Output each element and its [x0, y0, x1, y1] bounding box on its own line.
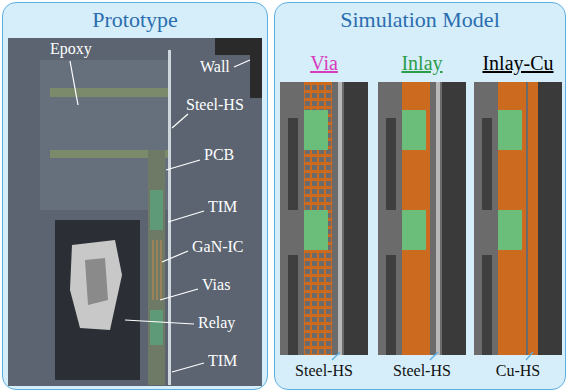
part-label: Steel-HS [186, 96, 244, 114]
model-label: Via [310, 52, 338, 74]
heatsink-label: Steel-HS [393, 362, 451, 380]
part-label: Wall [200, 58, 230, 76]
heatsink-label: Cu-HS [496, 362, 540, 380]
part-label: Epoxy [50, 40, 92, 58]
panel-heading: Simulation Model [275, 7, 565, 33]
part-label: TIM [208, 198, 237, 216]
heatsink-label: Steel-HS [295, 362, 353, 380]
panel-heading: Prototype [3, 7, 267, 33]
part-label: Vias [202, 276, 230, 294]
model-label: Inlay [401, 52, 442, 74]
prototype-photo [8, 38, 262, 386]
part-label: PCB [204, 146, 234, 164]
part-label: GaN-IC [192, 238, 244, 256]
part-label: TIM [208, 352, 237, 370]
inlay-cu-model [474, 82, 562, 355]
inlay-model [378, 82, 466, 355]
leader-lines [332, 352, 533, 360]
via-model [280, 82, 368, 355]
model-label: Inlay-Cu [482, 52, 553, 74]
part-label: Relay [198, 314, 235, 332]
